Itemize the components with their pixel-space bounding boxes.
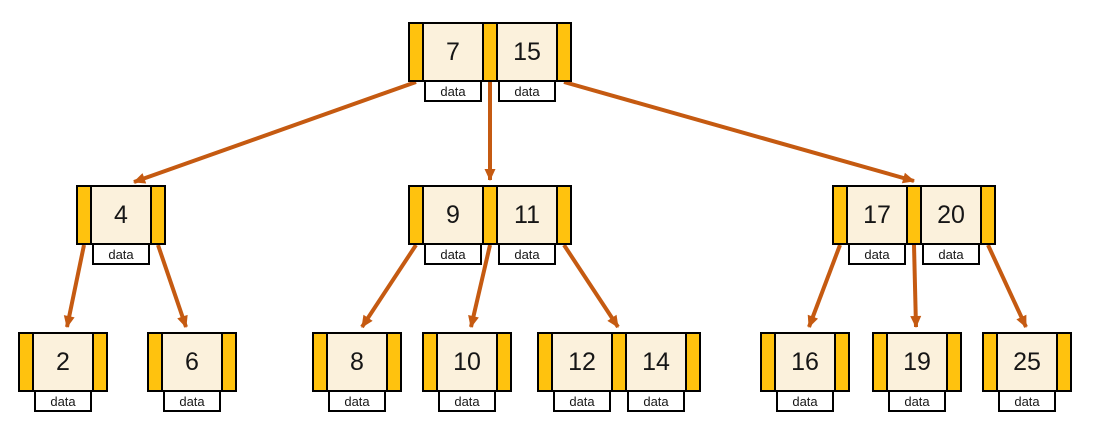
edge-root-to-node-17-20: [563, 80, 915, 184]
data-pointer-box: data: [553, 390, 611, 412]
key-14: 14: [625, 332, 687, 392]
node-17-20: 17 data 20 data: [832, 185, 996, 265]
key-25: 25: [996, 332, 1058, 392]
data-pointer-box: data: [627, 390, 685, 412]
node-9-11: 9 data 11 data: [408, 185, 572, 265]
key-column: 20 data: [920, 185, 982, 265]
key-8: 8: [326, 332, 388, 392]
key-column: 12 data: [551, 332, 613, 412]
key-column: 7 data: [422, 22, 484, 102]
key-9: 9: [422, 185, 484, 245]
node-2: 2 data: [18, 332, 108, 412]
data-pointer-box: data: [92, 243, 150, 265]
child-pointer-slot: [980, 185, 996, 245]
data-pointer-box: data: [776, 390, 834, 412]
key-column: 6 data: [161, 332, 223, 412]
edge-root-to-node-4: [133, 80, 417, 184]
key-2: 2: [32, 332, 94, 392]
key-20: 20: [920, 185, 982, 245]
key-4: 4: [90, 185, 152, 245]
key-19: 19: [886, 332, 948, 392]
key-column: 14 data: [625, 332, 687, 412]
key-column: 8 data: [326, 332, 388, 412]
child-pointer-slot: [150, 185, 166, 245]
data-pointer-box: data: [498, 243, 556, 265]
data-pointer-box: data: [848, 243, 906, 265]
node-10: 10 data: [422, 332, 512, 412]
child-pointer-slot: [946, 332, 962, 392]
node-7-15: 7 data 15 data: [408, 22, 572, 102]
data-pointer-box: data: [438, 390, 496, 412]
edge-node-9-11-to-node-12-14: [562, 243, 620, 329]
data-pointer-box: data: [498, 80, 556, 102]
node-12-14: 12 data 14 data: [537, 332, 701, 412]
child-pointer-slot: [221, 332, 237, 392]
key-12: 12: [551, 332, 613, 392]
key-column: 17 data: [846, 185, 908, 265]
child-pointer-slot: [386, 332, 402, 392]
key-column: 2 data: [32, 332, 94, 412]
child-pointer-slot: [834, 332, 850, 392]
data-pointer-box: data: [424, 80, 482, 102]
child-pointer-slot: [556, 185, 572, 245]
key-15: 15: [496, 22, 558, 82]
node-16: 16 data: [760, 332, 850, 412]
data-pointer-box: data: [922, 243, 980, 265]
node-4: 4 data: [76, 185, 166, 265]
node-25: 25 data: [982, 332, 1072, 412]
node-8: 8 data: [312, 332, 402, 412]
key-column: 10 data: [436, 332, 498, 412]
key-11: 11: [496, 185, 558, 245]
data-pointer-box: data: [998, 390, 1056, 412]
key-column: 11 data: [496, 185, 558, 265]
child-pointer-slot: [685, 332, 701, 392]
child-pointer-slot: [92, 332, 108, 392]
key-column: 16 data: [774, 332, 836, 412]
child-pointer-slot: [556, 22, 572, 82]
data-pointer-box: data: [888, 390, 946, 412]
key-column: 4 data: [90, 185, 152, 265]
node-6: 6 data: [147, 332, 237, 412]
key-16: 16: [774, 332, 836, 392]
key-column: 19 data: [886, 332, 948, 412]
key-column: 9 data: [422, 185, 484, 265]
key-column: 15 data: [496, 22, 558, 102]
child-pointer-slot: [496, 332, 512, 392]
key-7: 7: [422, 22, 484, 82]
key-column: 25 data: [996, 332, 1058, 412]
data-pointer-box: data: [34, 390, 92, 412]
key-6: 6: [161, 332, 223, 392]
key-10: 10: [436, 332, 498, 392]
node-19: 19 data: [872, 332, 962, 412]
data-pointer-box: data: [424, 243, 482, 265]
child-pointer-slot: [1056, 332, 1072, 392]
key-17: 17: [846, 185, 908, 245]
data-pointer-box: data: [328, 390, 386, 412]
data-pointer-box: data: [163, 390, 221, 412]
